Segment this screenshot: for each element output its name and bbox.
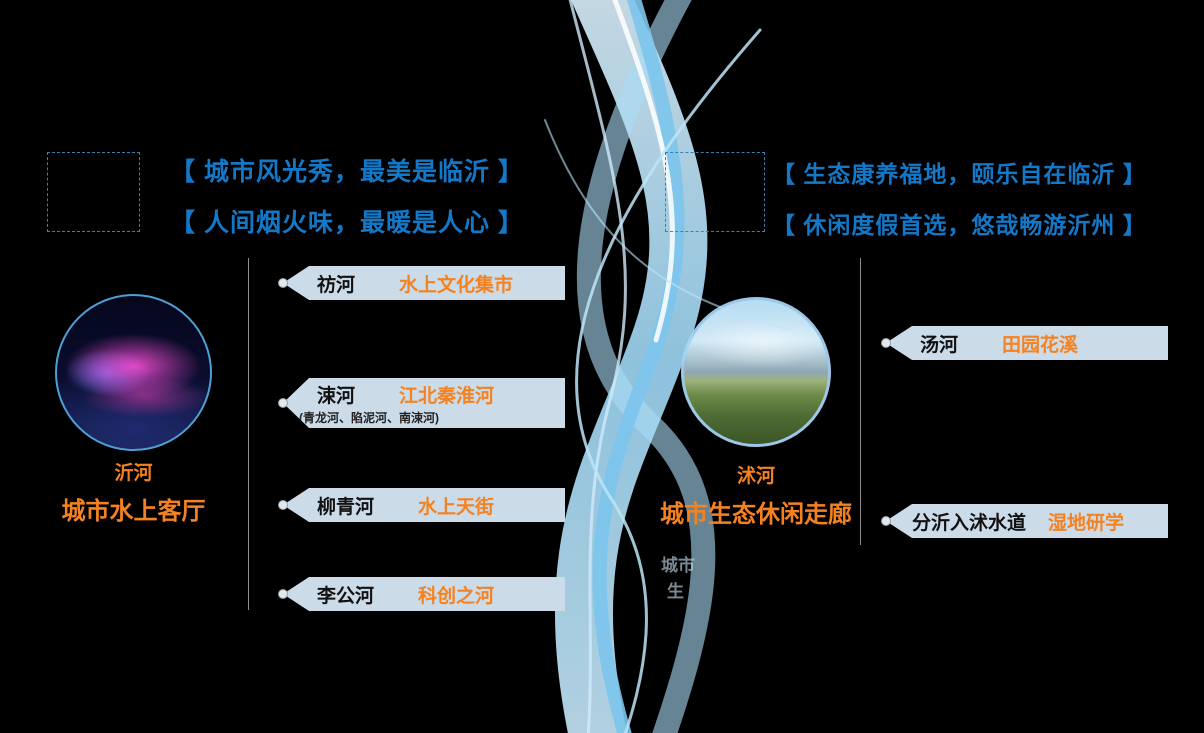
river-tag-ligong: 李公河 科创之河 [283, 577, 565, 611]
river-desc: 田园花溪 [1002, 334, 1079, 356]
river-tag-su: 涑河 江北秦淮河 (青龙河、陷泥河、南涑河) [283, 378, 565, 428]
right-connector-line [860, 258, 861, 545]
river-desc: 科创之河 [418, 585, 495, 607]
yi-river-label: 沂河 [114, 463, 153, 484]
river-tag-beng: 祊河 水上文化集市 [283, 266, 565, 300]
river-tag-tang: 汤河 田园花溪 [886, 326, 1168, 360]
river-tag-liuqing: 柳青河 水上天街 [283, 488, 565, 522]
left-connector-line [248, 258, 249, 610]
river-name: 柳青河 [317, 496, 375, 518]
river-name: 李公河 [317, 585, 375, 607]
river-desc: 水上天街 [418, 496, 495, 518]
river-desc: 水上文化集市 [399, 274, 514, 296]
river-name: 祊河 [317, 274, 356, 296]
occluded-text-line1: 城市 [661, 556, 695, 575]
river-sub-rivers: (青龙河、陷泥河、南涑河) [299, 410, 439, 425]
slogan-right-line2: 【 休闲度假首选，悠哉畅游沂州 】 [772, 212, 1147, 238]
river-desc: 湿地研学 [1048, 512, 1125, 534]
river-name: 分沂入沭水道 [912, 512, 1027, 534]
yi-river-title: 城市水上客厅 [61, 498, 206, 525]
connector-dot [278, 589, 288, 599]
shu-river-landscape-photo [681, 297, 831, 447]
yi-river-night-photo [55, 294, 212, 451]
right-logo-placeholder [665, 152, 765, 232]
shu-river-label: 沭河 [736, 466, 775, 487]
river-desc: 江北秦淮河 [399, 385, 495, 407]
river-tag-fenyirushu: 分沂入沭水道 湿地研学 [886, 504, 1168, 538]
connector-dot [278, 500, 288, 510]
left-logo-placeholder [47, 152, 140, 232]
shu-river-title: 城市生态休闲走廊 [660, 501, 852, 528]
slogan-left-line2: 【 人间烟火味，最暖是人心 】 [170, 209, 524, 237]
occluded-text-line2: 生 [667, 582, 684, 601]
connector-dot [278, 278, 288, 288]
river-name: 汤河 [920, 334, 959, 356]
river-name: 涑河 [317, 385, 356, 407]
slogan-left-line1: 【 城市风光秀，最美是临沂 】 [170, 158, 524, 186]
connector-dot [881, 516, 891, 526]
connector-dot [278, 398, 288, 408]
slogan-right-line1: 【 生态康养福地，颐乐自在临沂 】 [772, 161, 1147, 187]
connector-dot [881, 338, 891, 348]
